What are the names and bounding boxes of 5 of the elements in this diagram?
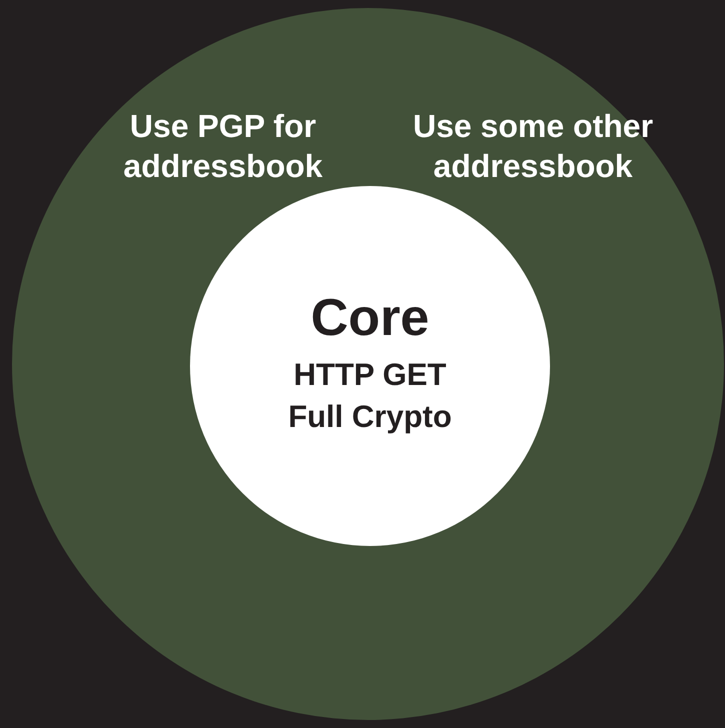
circle-label: Use some other addressbook: [412, 107, 654, 186]
circle-label: Full Crypto: [287, 398, 453, 436]
circle-label: HTTP GET: [292, 356, 448, 394]
circle-label: Use PGP for addressbook: [122, 107, 324, 186]
circle-title: Core: [310, 288, 430, 349]
